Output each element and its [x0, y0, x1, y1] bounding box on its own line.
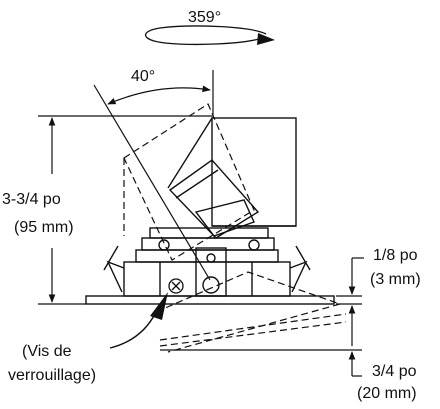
- tilt-angle-label: 40°: [131, 68, 155, 85]
- depth-imperial-label: 3/4 po: [372, 363, 417, 380]
- flange-imperial-label: 1/8 po: [373, 247, 418, 264]
- tilt-angle-arc: [93, 70, 214, 281]
- depth-metric-label: (20 mm): [357, 385, 417, 402]
- height-dimension: [38, 115, 212, 305]
- rotation-angle-label: 359°: [188, 9, 221, 26]
- flange-metric-label: (3 mm): [370, 271, 421, 288]
- gimbal-base: [85, 227, 335, 305]
- screw-callout-arrow: [109, 292, 168, 349]
- depth-dimension: [160, 349, 362, 377]
- screw-label-line1: (Vis de: [22, 343, 72, 360]
- height-metric-label: (95 mm): [14, 219, 74, 236]
- screw-label-line2: verrouillage): [8, 367, 96, 384]
- height-imperial-label: 3-3/4 po: [2, 191, 61, 208]
- rotation-arrow: [144, 25, 275, 46]
- camera-housing: [167, 117, 297, 239]
- locking-screw-icon: [168, 278, 184, 294]
- flange-dimension: [336, 257, 364, 346]
